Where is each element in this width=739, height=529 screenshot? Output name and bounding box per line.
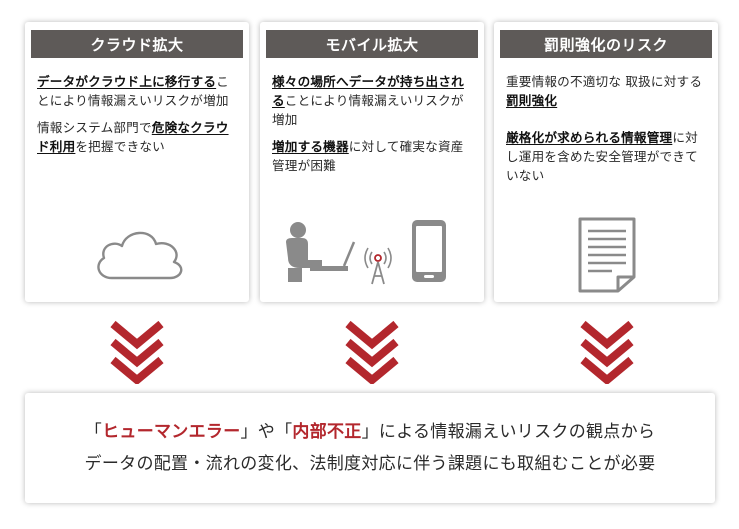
panel-title: 罰則強化のリスク [500,30,712,58]
panel-paragraph: 重要情報の不適切な 取扱に対する罰則強化 [506,72,710,110]
panel-cloud: クラウド拡大 データがクラウド上に移行することにより情報漏えいリスクが増加 情報… [25,22,249,302]
chevron-down-icon [345,320,399,384]
highlight-text: ヒューマンエラー [102,422,241,442]
highlight-text: 内部不正 [292,422,362,442]
emphasis-text: データがクラウド上に移行する [37,74,217,89]
body-text: ことにより情報漏えいリスクが増加 [37,74,229,108]
panel-penalty: 罰則強化のリスク 重要情報の不適切な 取扱に対する罰則強化 厳格化が求められる情… [494,22,718,302]
panel-title: クラウド拡大 [31,30,243,58]
panel-body: 様々の場所へデータが持ち出されることにより情報漏えいリスクが増加 増加する機器に… [272,72,476,183]
panel-paragraph: 様々の場所へデータが持ち出されることにより情報漏えいリスクが増加 [272,72,476,129]
smartphone-icon [412,220,446,282]
body-text: に対して確実な資産管理が困難 [272,139,464,173]
panel-paragraph: データがクラウド上に移行することにより情報漏えいリスクが増加 [37,72,241,110]
chevron-down-icon [110,320,164,384]
cloud-icon [97,231,183,280]
body-text: を把握できない [75,139,165,154]
panel-paragraph: 情報システム部門で危険なクラウド利用を把握できない [37,118,241,156]
mobile-user-icon [286,220,446,285]
antenna-icon [364,247,392,285]
panel-paragraph: 増加する機器に対して確実な資産管理が困難 [272,137,476,175]
chevron-down-icon [580,320,634,384]
emphasis-text: 危険なクラウド利用 [37,120,229,154]
body-text: 情報システム部門で [37,120,152,135]
emphasis-text: 厳格化が求められる情報管理 [506,130,673,145]
panel-mobile: モバイル拡大 様々の場所へデータが持ち出されることにより情報漏えいリスクが増加 … [260,22,484,302]
panel-body: 重要情報の不適切な 取扱に対する罰則強化 厳格化が求められる情報管理に対し運用を… [506,72,710,193]
person-head-icon [290,222,306,238]
emphasis-text: 増加する機器 [272,139,349,154]
body-text: に対し運用を含めた安全管理ができていない [506,130,698,183]
conclusion-line-1: 「ヒューマンエラー」や「内部不正」による情報漏えいリスクの観点から [85,416,655,448]
conclusion-line-2: データの配置・流れの変化、法制度対応に伴う課題にも取組むことが必要 [84,454,656,474]
body-text: 」による情報漏えいリスクの観点から [361,422,656,442]
body-text: 」や「 [240,422,293,442]
panel-title: モバイル拡大 [266,30,478,58]
body-text: ことにより情報漏えいリスクが増加 [272,93,464,127]
conclusion-box: 「ヒューマンエラー」や「内部不正」による情報漏えいリスクの観点から データの配置… [25,393,715,503]
panel-paragraph: 厳格化が求められる情報管理に対し運用を含めた安全管理ができていない [506,128,710,185]
panel-body: データがクラウド上に移行することにより情報漏えいリスクが増加 情報システム部門で… [37,72,241,164]
body-text: 重要情報の不適切な 取扱に対する [506,74,703,89]
emphasis-text: 様々の場所へデータが持ち出される [272,74,464,108]
emphasis-text: 罰則強化 [506,93,558,108]
body-text: 「 [84,422,103,442]
document-icon [578,217,636,293]
